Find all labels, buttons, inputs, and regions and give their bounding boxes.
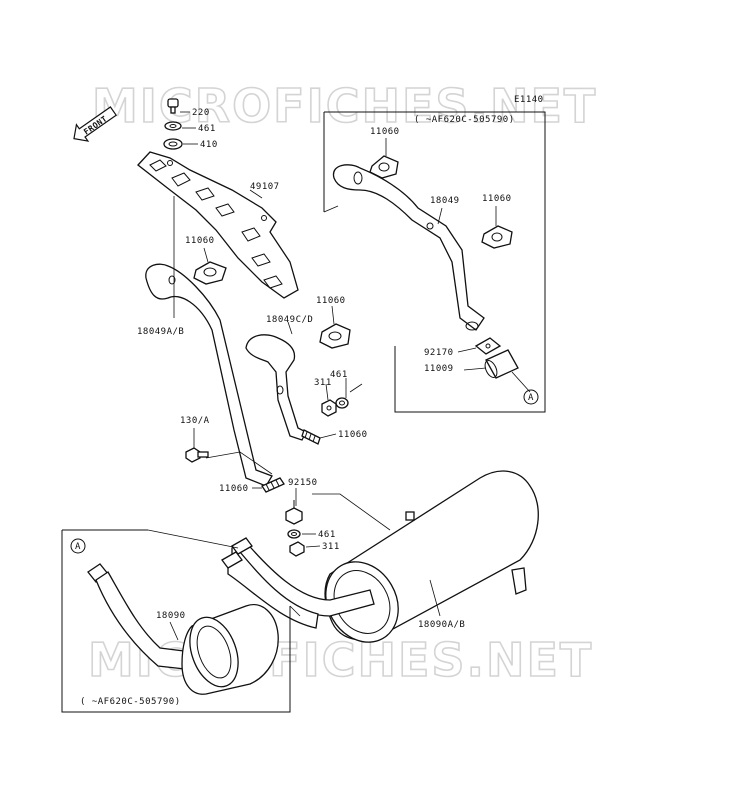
nut-311-mid	[321, 399, 337, 417]
gasket-11060-coil-right	[301, 429, 321, 445]
ref-a-left-label: A	[75, 542, 81, 552]
inset-box-right	[323, 111, 546, 413]
label-18090: 18090	[156, 611, 186, 621]
label-311-low: 311	[322, 542, 340, 552]
collar-410	[163, 138, 183, 150]
label-311-mid: 311	[314, 378, 332, 388]
diagram-code: E1140	[514, 95, 544, 105]
label-18049cd: 18049C/D	[266, 315, 313, 325]
bolt-220	[167, 98, 179, 114]
washer-461-low	[287, 529, 301, 539]
label-11060-inset-a: 11060	[370, 127, 400, 137]
exhaust-pipe-18049ab	[145, 263, 273, 487]
washer-461-mid	[335, 397, 349, 409]
exhaust-pipe-18049-alt	[332, 164, 485, 331]
gasket-11060-inset-a	[369, 155, 399, 179]
label-220: 220	[192, 108, 210, 118]
label-92150: 92150	[288, 478, 318, 488]
inset-box-left	[61, 529, 301, 713]
label-18049ab: 18049A/B	[137, 327, 184, 337]
label-11060-b: 11060	[316, 296, 346, 306]
gasket-11060-mid	[319, 323, 351, 349]
muffler-18090ab	[221, 470, 539, 643]
label-11009: 11009	[424, 364, 454, 374]
label-11060-c: 11060	[338, 430, 368, 440]
nut-311-low	[289, 541, 305, 557]
gasket-11060-inset-b	[481, 225, 513, 249]
clamp-92170	[474, 337, 502, 355]
label-18049-inset: 18049	[430, 196, 460, 206]
ref-a-left: A	[70, 538, 86, 554]
pipe-11009	[484, 349, 519, 379]
bolt-130a	[185, 447, 209, 463]
inset-right-serial-note: ( ~AF620C-505790)	[414, 115, 515, 125]
exhaust-pipe-18049cd	[245, 334, 307, 441]
label-49107: 49107	[250, 182, 280, 192]
muffler-18090	[87, 563, 279, 695]
ref-a-right-label: A	[528, 393, 534, 403]
label-92170: 92170	[424, 348, 454, 358]
gasket-11060-coil-left	[261, 477, 285, 493]
label-130a: 130/A	[180, 416, 210, 426]
inset-left-serial-note: ( ~AF620C-505790)	[80, 697, 181, 707]
label-461-mid: 461	[330, 370, 348, 380]
label-11060-d: 11060	[219, 484, 249, 494]
heat-shield-49107	[137, 151, 299, 299]
ref-a-right: A	[523, 389, 539, 405]
label-11060-a: 11060	[185, 236, 215, 246]
washer-461-top	[164, 121, 182, 131]
label-461-low: 461	[318, 530, 336, 540]
label-11060-inset-b: 11060	[482, 194, 512, 204]
gasket-11060-left	[193, 261, 227, 285]
bolt-92150	[285, 500, 303, 525]
label-461-top: 461	[198, 124, 216, 134]
label-410: 410	[200, 140, 218, 150]
label-18090ab: 18090A/B	[418, 620, 465, 630]
